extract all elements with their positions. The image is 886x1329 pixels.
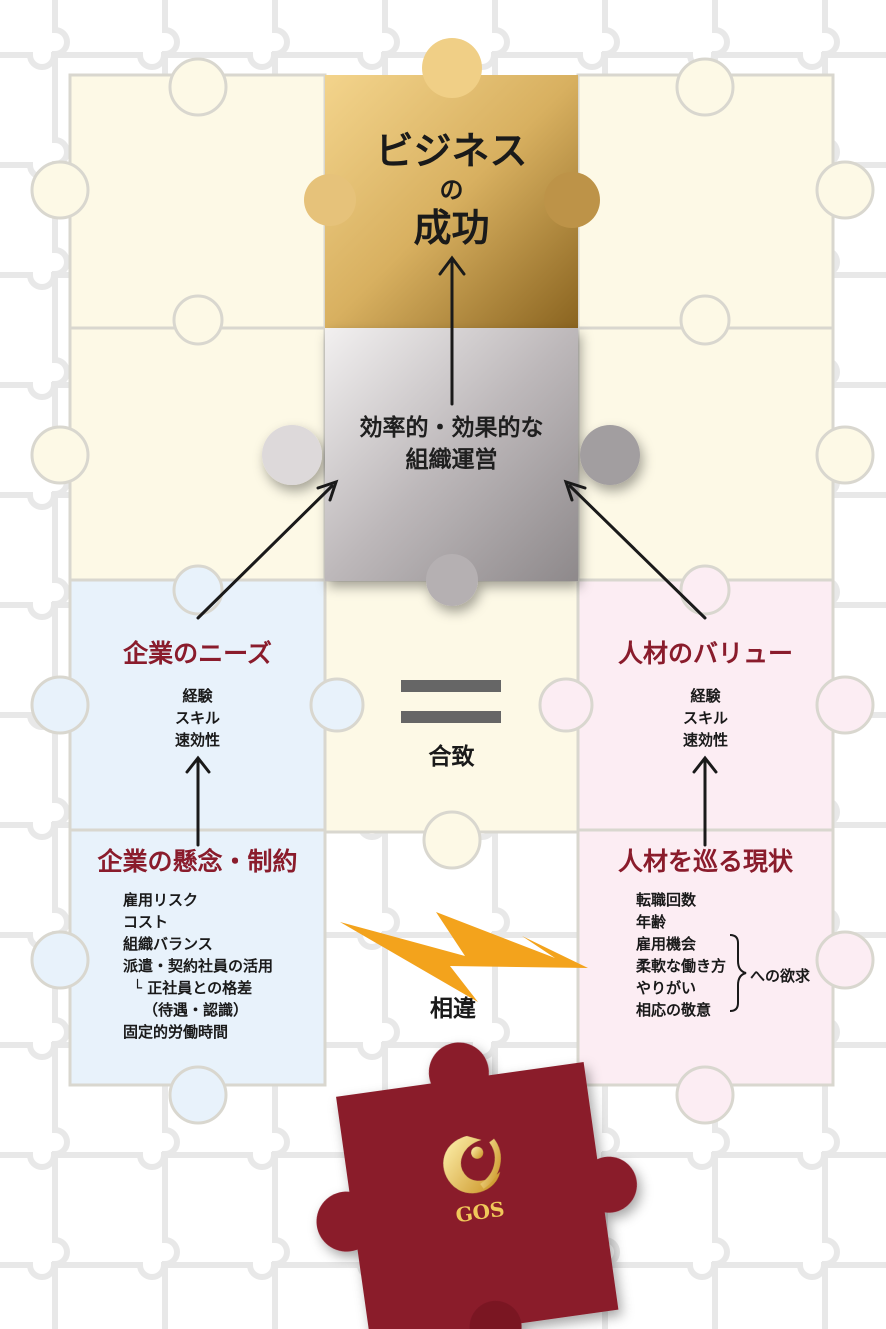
- match-label: 合致: [428, 743, 475, 770]
- concern-item: 雇用リスク: [123, 891, 199, 909]
- operation-title-1: 効率的・効果的な: [359, 414, 544, 441]
- needs-item: 経験: [182, 687, 213, 705]
- concern-item: 組織バランス: [123, 935, 213, 953]
- value-item: スキル: [682, 709, 728, 727]
- needs-item: 速効性: [174, 731, 220, 749]
- success-title-2: の: [439, 175, 464, 204]
- gos-logo-piece: [316, 1042, 637, 1329]
- status-title: 人材を巡る現状: [617, 847, 793, 876]
- operation-title-2: 組織運営: [405, 446, 498, 473]
- value-item: 速効性: [682, 731, 728, 749]
- concern-item: （待遇・認識）: [143, 1001, 249, 1019]
- desire-label: への欲求: [750, 967, 811, 985]
- equals-icon: [401, 680, 501, 723]
- status-item: 相応の敬意: [636, 1001, 712, 1019]
- brace-icon: [729, 934, 747, 1012]
- arrow-value-to-operation: [568, 484, 707, 620]
- piece-status: [576, 828, 835, 1087]
- arrow-needs-to-operation: [196, 484, 334, 620]
- status-item: 雇用機会: [636, 935, 697, 953]
- status-item: 転職回数: [636, 891, 697, 909]
- value-title: 人材のバリュー: [617, 639, 793, 668]
- status-item: やりがい: [636, 979, 697, 997]
- concern-title: 企業の懸念・制約: [97, 847, 298, 876]
- needs-title: 企業のニーズ: [123, 639, 272, 668]
- value-item: 経験: [690, 687, 721, 705]
- concern-item: 固定的労働時間: [123, 1023, 229, 1041]
- concern-item: 派遣・契約社員の活用: [123, 957, 274, 975]
- needs-item: スキル: [174, 709, 220, 727]
- success-title-1: ビジネス: [375, 128, 528, 173]
- status-item: 年齢: [636, 913, 667, 931]
- success-title-3: 成功: [413, 205, 490, 250]
- lightning-icon: [340, 912, 588, 1002]
- gos-logo-icon: [443, 1136, 501, 1194]
- piece-top-left: [68, 73, 327, 332]
- status-item: 柔軟な働き方: [636, 957, 727, 975]
- concern-item: └ 正社員との格差: [133, 979, 253, 997]
- difference-label: 相違: [430, 995, 476, 1022]
- concern-item: コスト: [123, 913, 169, 931]
